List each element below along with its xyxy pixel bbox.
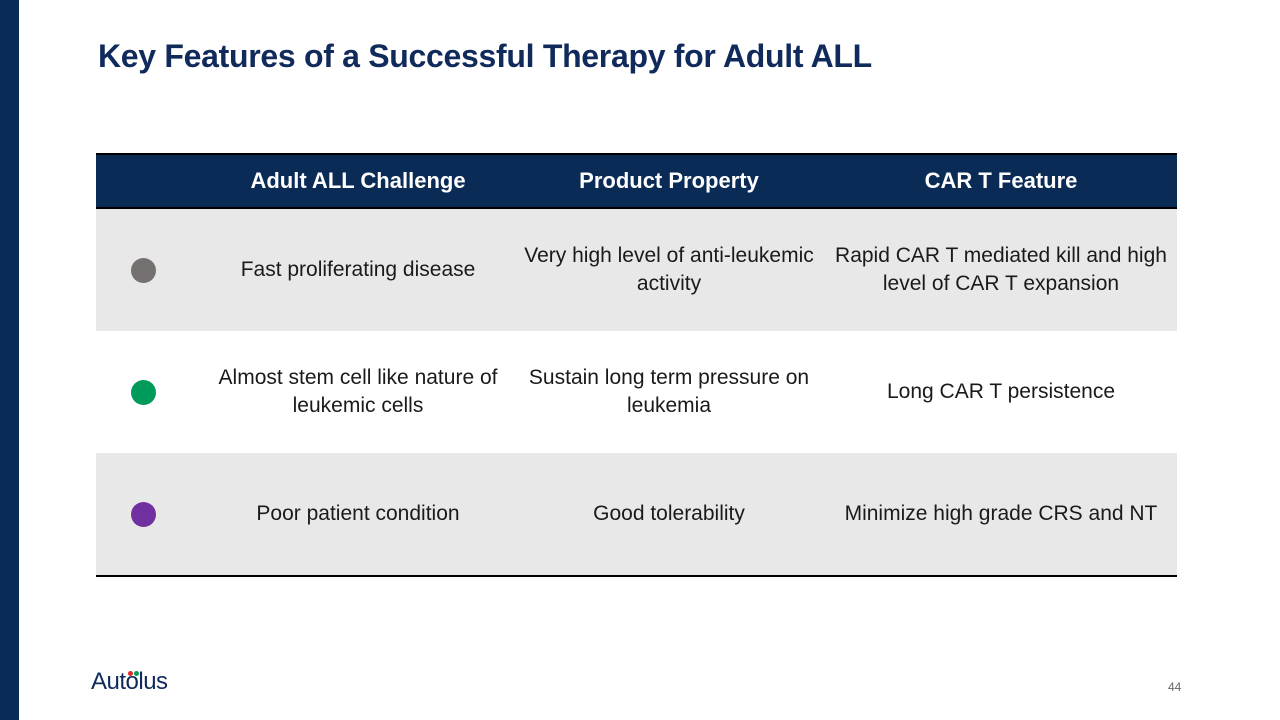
left-accent-bar	[0, 0, 19, 720]
challenge-cell: Poor patient condition	[256, 502, 460, 525]
challenge-cell: Almost stem cell like nature of leukemic…	[218, 366, 498, 417]
features-table: Adult ALL Challenge Product Property CAR…	[96, 153, 1177, 577]
feature-cell: Minimize high grade CRS and NT	[844, 502, 1158, 525]
gray-dot-icon	[131, 257, 156, 283]
property-cell: Sustain long term pressure on leukemia	[528, 366, 810, 417]
logo-green-dot-icon	[134, 671, 139, 676]
row-marker-cell	[96, 331, 203, 453]
table-row: Almost stem cell like nature of leukemic…	[96, 331, 1177, 453]
header-property: Product Property	[579, 168, 759, 193]
header-feature: CAR T Feature	[924, 168, 1078, 193]
table-row: Fast proliferating disease Very high lev…	[96, 209, 1177, 331]
slide-title: Key Features of a Successful Therapy for…	[98, 38, 872, 74]
feature-cell: Rapid CAR T mediated kill and high level…	[835, 244, 1167, 295]
table-row: Poor patient condition Good tolerability…	[96, 453, 1177, 577]
challenge-cell: Fast proliferating disease	[240, 258, 476, 281]
logo-red-dot-icon	[128, 671, 133, 676]
table-header-row: Adult ALL Challenge Product Property CAR…	[96, 153, 1177, 209]
green-dot-icon	[131, 379, 156, 405]
purple-dot-icon	[131, 501, 156, 527]
row-marker-cell	[96, 209, 203, 331]
row-marker-cell	[96, 453, 203, 575]
page-number: 44	[1168, 680, 1182, 694]
logo-dots-icon	[128, 671, 140, 677]
header-challenge: Adult ALL Challenge	[250, 168, 466, 193]
property-cell: Good tolerability	[593, 502, 745, 525]
feature-cell: Long CAR T persistence	[886, 380, 1116, 403]
header-empty-cell	[96, 155, 203, 207]
property-cell: Very high level of anti-leukemic activit…	[524, 244, 814, 295]
